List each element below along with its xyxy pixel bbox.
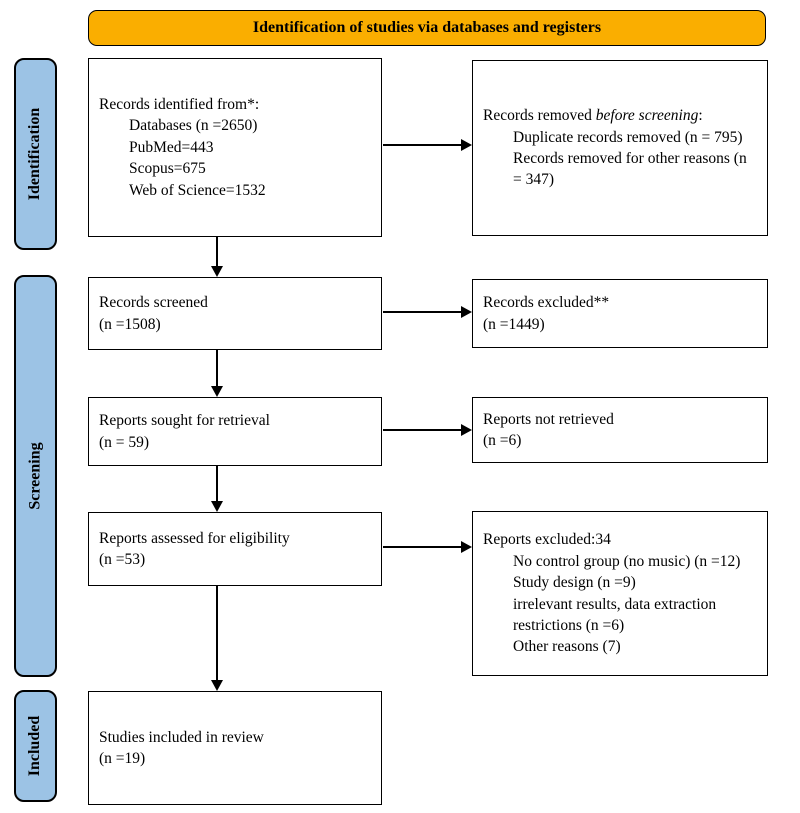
box-records-removed: Records removed before screening: Duplic… <box>472 60 768 236</box>
box-studies-included: Studies included in review (n =19) <box>88 691 382 805</box>
records-removed-item: Records removed for other reasons (n = 3… <box>513 150 747 189</box>
reports-sought-count: (n = 59) <box>99 433 150 451</box>
records-excluded-line1: Records excluded** <box>483 294 610 312</box>
arrow-sought-to-assessed <box>216 466 218 501</box>
records-identified-item: Scopus=675 <box>129 160 206 178</box>
records-removed-title: Records removed before screening: <box>483 105 759 126</box>
reports-not-retrieved-count: (n =6) <box>483 432 522 449</box>
arrow-assessed-to-included <box>216 586 218 680</box>
reports-assessed-line1: Reports assessed for eligibility <box>99 529 290 547</box>
reports-excluded-item: Study design (n =9) <box>513 574 636 592</box>
box-records-screened: Records screened (n =1508) <box>88 277 382 350</box>
box-reports-not-retrieved: Reports not retrieved (n =6) <box>472 397 768 463</box>
reports-not-retrieved-line1: Reports not retrieved <box>483 410 614 428</box>
records-removed-title-suffix: : <box>698 107 703 125</box>
stage-identification: Identification <box>14 58 57 250</box>
records-identified-item: Databases (n =2650) <box>129 117 258 135</box>
arrowhead-down-icon <box>211 680 223 691</box>
stage-included: Included <box>14 690 57 802</box>
arrow-identified-to-removed <box>383 144 461 146</box>
reports-excluded-item: irrelevant results, data extraction rest… <box>513 595 717 634</box>
arrowhead-right-icon <box>461 306 472 318</box>
box-reports-assessed: Reports assessed for eligibility (n =53) <box>88 512 382 586</box>
reports-sought-line1: Reports sought for retrieval <box>99 412 270 430</box>
arrow-screened-to-excluded <box>383 311 461 313</box>
records-excluded-count: (n =1449) <box>483 315 545 333</box>
reports-excluded-item: Other reasons (7) <box>513 638 621 656</box>
arrow-sought-to-not-retrieved <box>383 429 461 431</box>
records-identified-item: PubMed=443 <box>129 138 214 156</box>
arrowhead-right-icon <box>461 541 472 553</box>
arrowhead-down-icon <box>211 266 223 277</box>
arrowhead-down-icon <box>211 386 223 397</box>
arrowhead-down-icon <box>211 501 223 512</box>
records-identified-title: Records identified from*: <box>99 96 260 114</box>
records-removed-item: Duplicate records removed (n = 795) <box>513 128 743 146</box>
records-removed-title-italic: before screening <box>595 107 699 125</box>
stage-identification-label: Identification <box>26 107 44 201</box>
stage-screening-label: Screening <box>26 442 44 510</box>
arrowhead-right-icon <box>461 424 472 436</box>
stage-screening: Screening <box>14 275 57 677</box>
arrow-identified-to-screened <box>216 237 218 267</box>
records-removed-title-prefix: Records removed <box>483 107 596 125</box>
box-records-identified: Records identified from*: Databases (n =… <box>88 58 382 237</box>
reports-assessed-count: (n =53) <box>99 551 146 568</box>
arrowhead-right-icon <box>461 139 472 151</box>
records-identified-item: Web of Science=1532 <box>129 181 266 199</box>
reports-excluded-title: Reports excluded:34 <box>483 531 611 549</box>
studies-included-line1: Studies included in review <box>99 728 264 746</box>
records-screened-count: (n =1508) <box>99 315 161 333</box>
arrow-screened-to-sought <box>216 350 218 386</box>
records-screened-line1: Records screened <box>99 294 208 312</box>
stage-included-label: Included <box>26 715 44 777</box>
banner-title: Identification of studies via databases … <box>88 10 766 46</box>
studies-included-count: (n =19) <box>99 750 146 767</box>
arrow-assessed-to-reports-excluded <box>383 546 461 548</box>
box-records-excluded: Records excluded** (n =1449) <box>472 279 768 348</box>
reports-excluded-item: No control group (no music) (n =12) <box>513 552 741 570</box>
box-reports-sought: Reports sought for retrieval (n = 59) <box>88 397 382 466</box>
box-reports-excluded: Reports excluded:34 No control group (no… <box>472 511 768 676</box>
